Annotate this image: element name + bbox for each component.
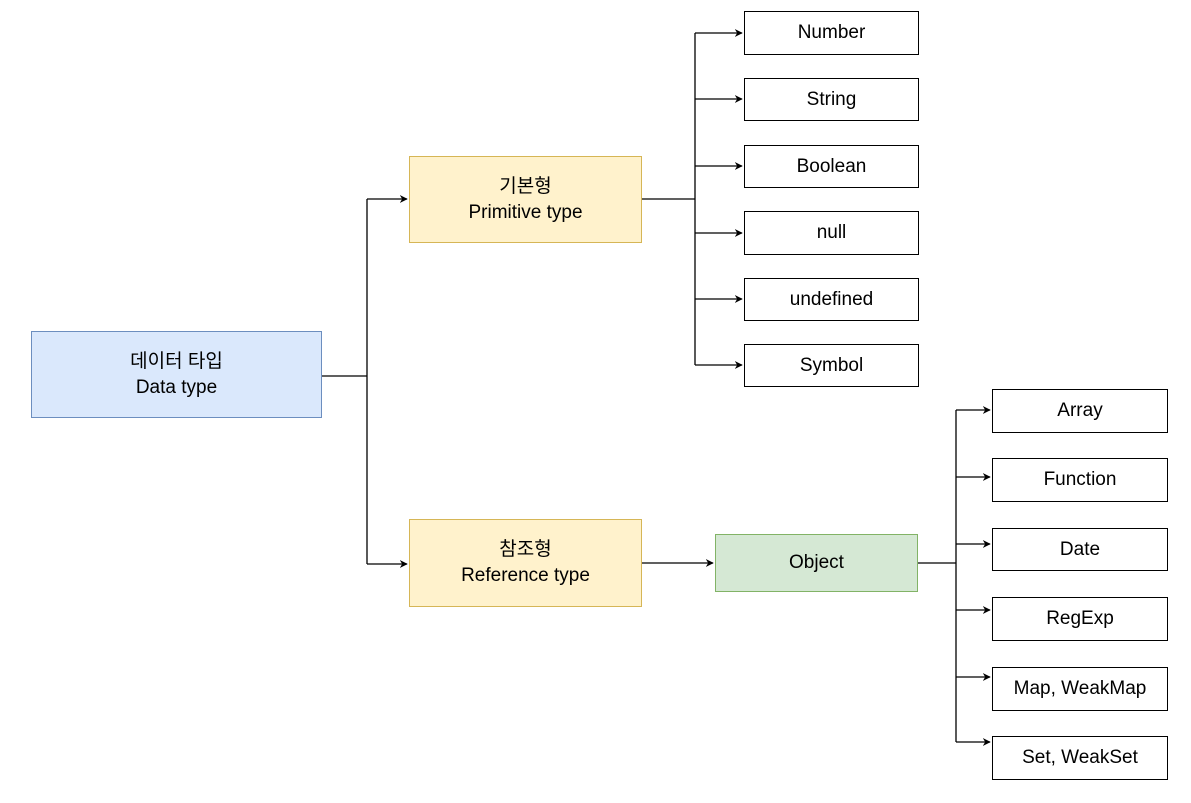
map-weakmap-node: Map, WeakMap <box>992 667 1168 711</box>
function-label: Function <box>1043 469 1117 490</box>
number-label: Number <box>797 22 866 43</box>
date-node: Date <box>992 528 1168 571</box>
array-label: Array <box>1057 400 1103 421</box>
data-type-node: 데이터 타입 Data type <box>31 331 322 418</box>
map-weakmap-label: Map, WeakMap <box>1013 678 1147 699</box>
reference-type-label: Reference type <box>461 565 590 586</box>
boolean-node: Boolean <box>744 145 919 188</box>
data-type-label: Data type <box>135 376 218 398</box>
date-label: Date <box>1059 538 1101 560</box>
symbol-node: Symbol <box>744 344 919 387</box>
function-node: Function <box>992 458 1168 502</box>
undefined-label: undefined <box>789 288 874 310</box>
number-node: Number <box>744 11 919 55</box>
null-node: null <box>744 211 919 255</box>
reference-type-node: 참조형 Reference type <box>409 519 642 607</box>
reference-type-korean-label: 참조형 <box>499 539 552 560</box>
array-node: Array <box>992 389 1168 433</box>
string-node: String <box>744 78 919 121</box>
string-label: String <box>806 88 857 110</box>
primitive-type-label: Primitive type <box>468 201 583 223</box>
regexp-label: RegExp <box>1046 608 1114 629</box>
boolean-label: Boolean <box>796 155 867 177</box>
regexp-node: RegExp <box>992 597 1168 641</box>
null-label: null <box>816 222 847 243</box>
primitive-type-node: 기본형 Primitive type <box>409 156 642 243</box>
object-node: Object <box>715 534 918 592</box>
primitive-type-korean-label: 기본형 <box>499 175 552 197</box>
set-weakset-node: Set, WeakSet <box>992 736 1168 780</box>
set-weakset-label: Set, WeakSet <box>1022 747 1138 768</box>
object-label: Object <box>789 552 844 573</box>
undefined-node: undefined <box>744 278 919 321</box>
data-type-korean-label: 데이터 타입 <box>130 350 223 372</box>
symbol-label: Symbol <box>799 354 864 376</box>
